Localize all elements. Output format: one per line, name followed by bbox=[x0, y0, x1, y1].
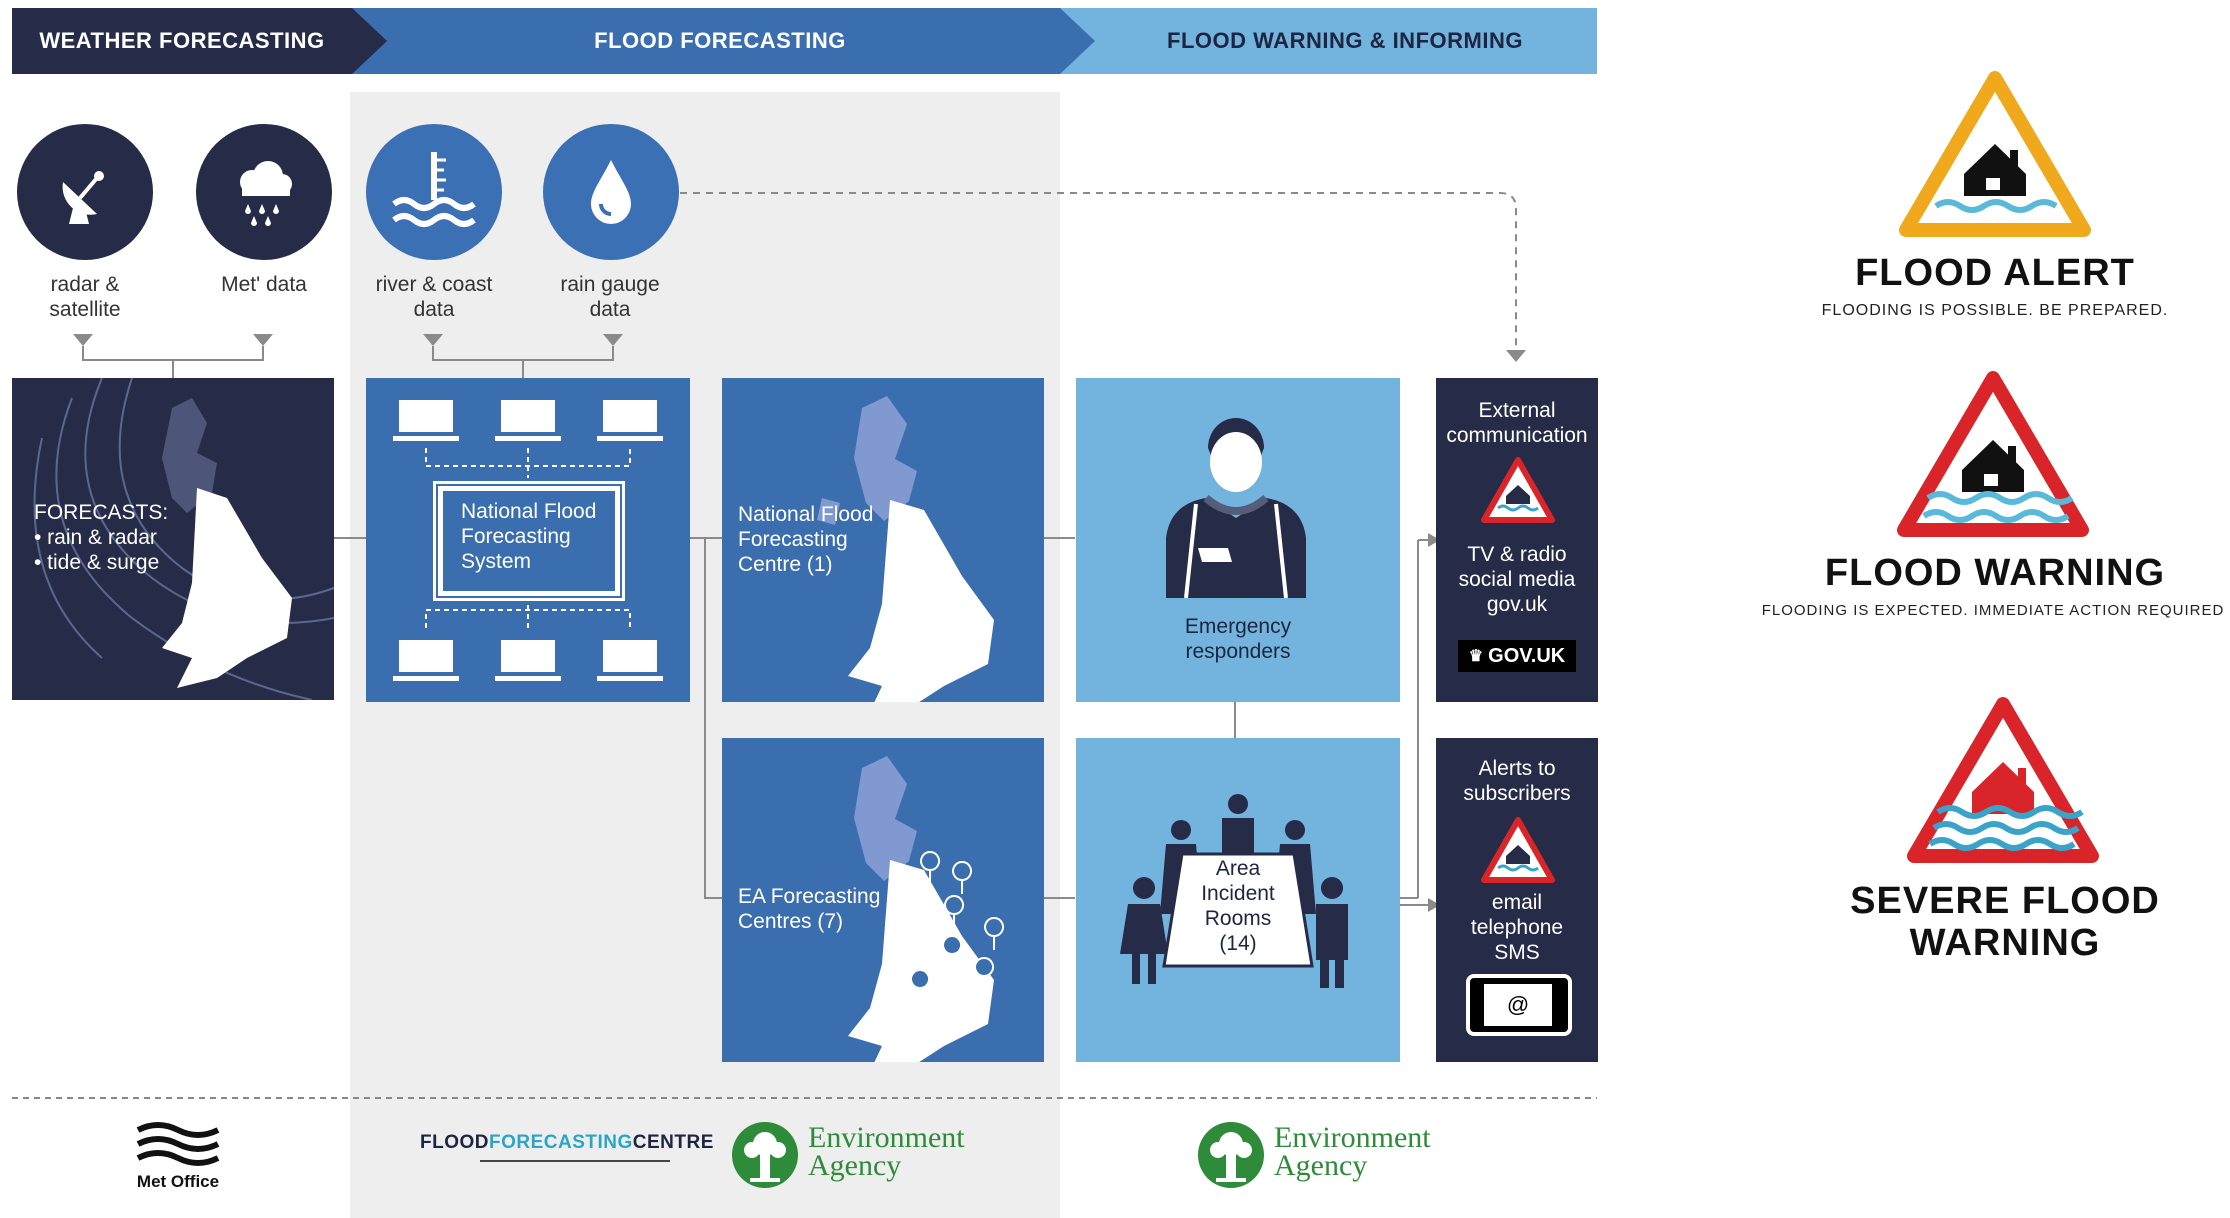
govuk-badge: ♛ GOV.UK bbox=[1458, 640, 1576, 672]
rain-gauge-label: rain gauge data bbox=[560, 273, 660, 321]
at-symbol: @ bbox=[1484, 984, 1552, 1026]
flood-warning-triangle-icon bbox=[1481, 457, 1555, 523]
flood-warning-triangle-icon bbox=[1897, 371, 2089, 537]
ea-centres-label: EA Forecasting Centres (7) bbox=[738, 885, 881, 933]
severe-flood-warning-title-line2: WARNING bbox=[1909, 922, 2101, 964]
emergency-responders-label: Emergency responders bbox=[1184, 615, 1292, 663]
header-flood-warning: FLOOD WARNING & INFORMING bbox=[1167, 28, 1523, 53]
flood-alert-subtitle: FLOODING IS POSSIBLE. BE PREPARED. bbox=[1821, 302, 2169, 319]
crown-icon: ♛ bbox=[1468, 648, 1484, 665]
ffc-forecasting-text: FORECASTING bbox=[489, 1132, 633, 1153]
ea-tree-icon bbox=[1198, 1122, 1264, 1188]
laptop-icon bbox=[393, 400, 459, 442]
water-drop-icon bbox=[591, 160, 631, 224]
ea-line2: Agency bbox=[808, 1149, 902, 1182]
forecasts-item-tide: • tide & surge bbox=[34, 551, 160, 574]
header-weather-forecasting: WEATHER FORECASTING bbox=[39, 28, 325, 53]
flood-warning-triangle-icon bbox=[1481, 817, 1555, 883]
external-channels-label: TV & radio social media gov.uk bbox=[1458, 543, 1576, 616]
ea-centres-box: EA Forecasting Centres (7) bbox=[722, 738, 1044, 1062]
forecasts-title: FORECASTS: bbox=[34, 501, 169, 524]
alerts-title: Alerts to subscribers bbox=[1463, 757, 1571, 805]
satellite-dish-icon bbox=[62, 171, 104, 224]
nffc-box: National Flood Forecasting Centre (1) bbox=[722, 378, 1044, 702]
severe-flood-warning-title-line1: SEVERE FLOOD bbox=[1850, 880, 2160, 922]
laptop-icon bbox=[495, 400, 561, 442]
header-bar bbox=[12, 8, 1597, 74]
radar-satellite-label: radar & satellite bbox=[49, 273, 121, 321]
rain-gauge-circle bbox=[543, 124, 679, 260]
met-data-label: Met' data bbox=[221, 273, 307, 296]
ea-tree-icon bbox=[732, 1122, 798, 1188]
external-communication-title: External communication bbox=[1446, 399, 1588, 447]
laptop-icon bbox=[597, 640, 663, 682]
forecasts-item-rain: • rain & radar bbox=[34, 526, 157, 549]
flood-warning-subtitle: FLOODING IS EXPECTED. IMMEDIATE ACTION R… bbox=[1761, 602, 2225, 619]
laptop-icon bbox=[495, 640, 561, 682]
rain-cloud-icon bbox=[240, 161, 292, 226]
water-level-gauge-icon bbox=[392, 152, 476, 227]
ffc-partner-strip bbox=[480, 1160, 670, 1172]
alerts-channels-label: email telephone SMS bbox=[1470, 891, 1564, 964]
header-flood-forecasting: FLOOD FORECASTING bbox=[594, 28, 846, 53]
river-coast-label: river & coast data bbox=[375, 273, 493, 321]
nffs-network-lines bbox=[425, 448, 631, 628]
flood-warning-title: FLOOD WARNING bbox=[1824, 552, 2166, 594]
weather-chart-map bbox=[33, 378, 334, 700]
tablet-icon: @ bbox=[1466, 974, 1572, 1036]
river-coast-circle bbox=[366, 124, 502, 260]
laptop-icon bbox=[393, 640, 459, 682]
ea-line2: Agency bbox=[1274, 1149, 1368, 1182]
met-office-logo: Met Office bbox=[128, 1120, 228, 1200]
flood-forecasting-centre-logo: FLOODFORECASTINGCENTRE bbox=[420, 1132, 713, 1182]
alerts-subscribers-box: Alerts to subscribers email telephone SM… bbox=[1436, 738, 1598, 1062]
nffc-label: National Flood Forecasting Centre (1) bbox=[738, 503, 874, 576]
people-around-table-icon bbox=[1120, 794, 1348, 988]
nffs-box: National Flood Forecasting System bbox=[366, 378, 690, 702]
nffs-label: National Flood Forecasting System bbox=[461, 500, 597, 573]
met-office-wave-icon bbox=[136, 1122, 220, 1166]
uk-map-with-pins bbox=[848, 756, 1005, 1062]
forecasts-box: FORECASTS: • rain & radar • tide & surge bbox=[12, 378, 334, 700]
environment-agency-logo: Environment Agency bbox=[730, 1118, 990, 1192]
met-office-label: Met Office bbox=[136, 1172, 220, 1191]
ffc-centre-text: CENTRE bbox=[632, 1132, 714, 1153]
severe-flood-warning-triangle-icon bbox=[1907, 697, 2099, 863]
govuk-label: GOV.UK bbox=[1488, 644, 1566, 667]
nffs-system: National Flood Forecasting System bbox=[436, 484, 622, 598]
incident-rooms-box: Area Incident Rooms (14) bbox=[1076, 738, 1400, 1062]
flood-alert-title: FLOOD ALERT bbox=[1855, 252, 2135, 294]
environment-agency-logo: Environment Agency bbox=[1196, 1118, 1456, 1192]
laptop-icon bbox=[597, 400, 663, 442]
emergency-responders-box: Emergency responders bbox=[1076, 378, 1400, 702]
external-communication-box: External communication TV & radio social… bbox=[1436, 378, 1598, 702]
ea-line1: Environment bbox=[808, 1121, 965, 1154]
met-data-circle bbox=[196, 124, 332, 260]
radar-satellite-circle bbox=[17, 124, 153, 260]
flood-alert-triangle-icon bbox=[1899, 71, 2091, 237]
ea-line1: Environment bbox=[1274, 1121, 1431, 1154]
ffc-flood-text: FLOOD bbox=[420, 1132, 489, 1153]
responder-person-icon bbox=[1166, 418, 1306, 598]
connector-lines bbox=[12, 192, 1597, 1099]
uk-map bbox=[817, 396, 994, 702]
incident-rooms-label: Area Incident Rooms (14) bbox=[1201, 857, 1275, 955]
